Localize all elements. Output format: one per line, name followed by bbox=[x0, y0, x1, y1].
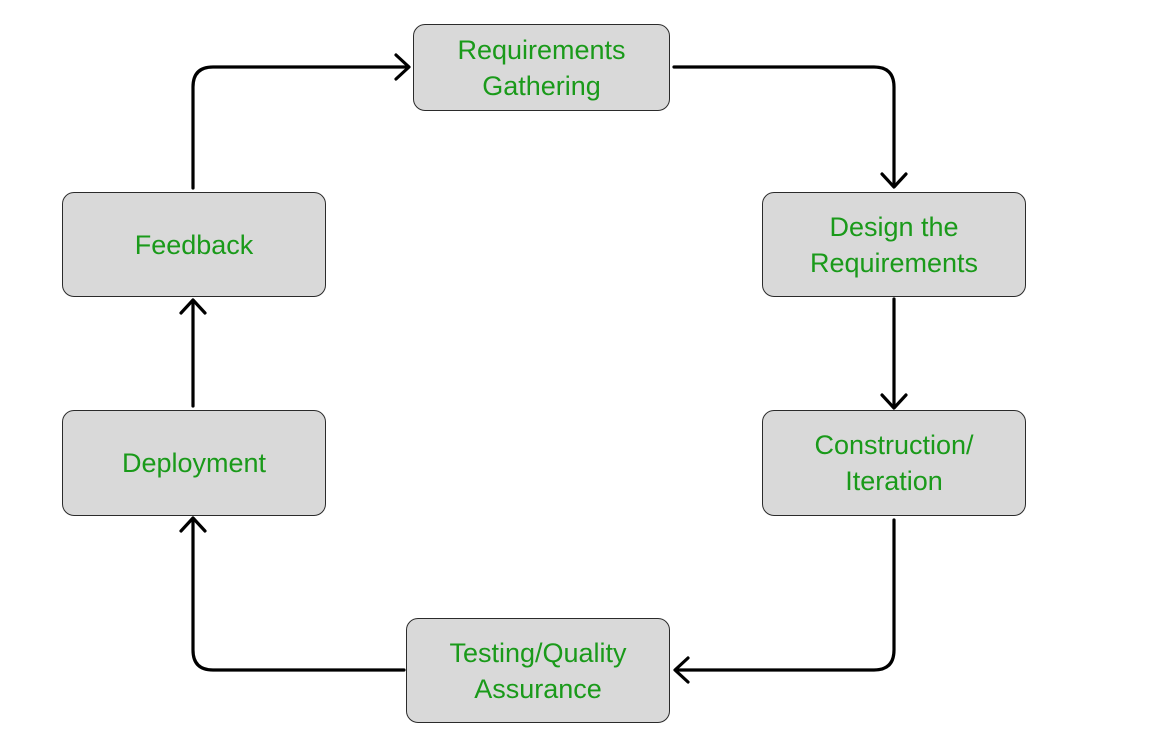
node-label-line: Feedback bbox=[134, 229, 254, 260]
node-label-line: Construction/ bbox=[814, 430, 974, 460]
node-label-line: Design the bbox=[829, 211, 959, 242]
arrowhead-design-to-construction bbox=[880, 393, 908, 410]
node-testing-quality-assurance: Testing/Quality Assurance bbox=[406, 618, 670, 723]
node-requirements-gathering: Requirements Gathering bbox=[413, 24, 670, 111]
node-deployment: Deployment bbox=[62, 410, 326, 516]
node-label-line: Assurance bbox=[474, 673, 602, 704]
node-label-line: Gathering bbox=[482, 70, 601, 101]
arrow-construction-to-testing bbox=[674, 518, 896, 672]
arrow-feedback-to-requirements bbox=[191, 65, 410, 190]
node-label-line: Iteration bbox=[845, 466, 943, 496]
node-construction-iteration: Construction/ Iteration bbox=[762, 410, 1026, 516]
arrowhead-construction-to-testing bbox=[673, 656, 690, 684]
arrowhead-requirements-to-design bbox=[880, 172, 908, 189]
node-design-requirements: Design the Requirements bbox=[762, 192, 1026, 297]
node-label-line: Requirements bbox=[809, 247, 979, 278]
arrowhead-testing-to-deployment bbox=[179, 516, 207, 533]
node-label-line: Deployment bbox=[121, 448, 267, 478]
node-feedback: Feedback bbox=[62, 192, 326, 297]
node-label-line: Testing/Quality bbox=[449, 637, 627, 668]
arrow-requirements-to-design bbox=[672, 65, 896, 188]
arrowhead-deployment-to-feedback bbox=[179, 298, 207, 315]
arrow-testing-to-deployment bbox=[191, 518, 406, 672]
node-label-line: Requirements bbox=[457, 34, 626, 65]
arrowhead-feedback-to-requirements bbox=[394, 53, 411, 81]
